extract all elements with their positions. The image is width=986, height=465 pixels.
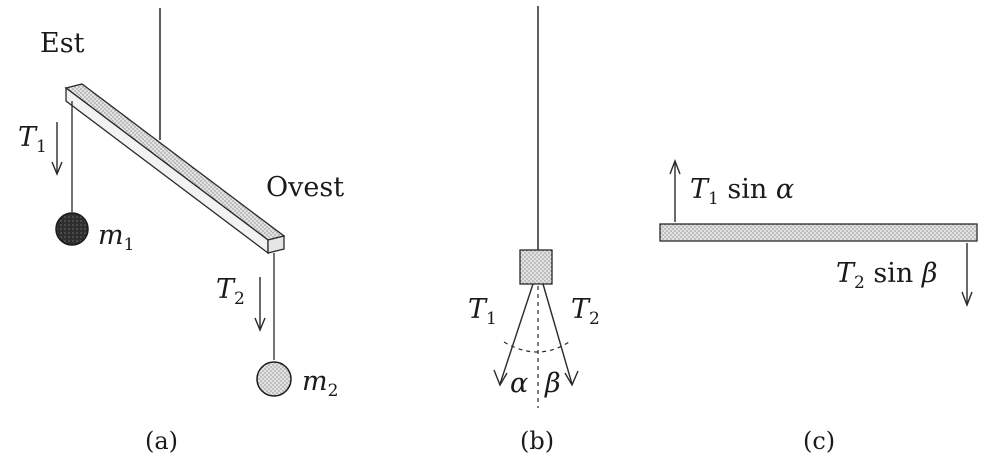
mass-m2 [256, 361, 292, 397]
caption-c: (c) [803, 427, 835, 455]
beam-end-face [267, 235, 285, 254]
label-alpha-b: α [510, 368, 528, 399]
arrow-up-c [669, 159, 681, 222]
angle-arc-b [503, 341, 570, 353]
arrowhead-t1-b [493, 369, 508, 387]
label-t1-sin-alpha: T1 sin α [690, 174, 794, 209]
label-est: Est [40, 28, 85, 59]
label-ovest: Ovest [266, 172, 344, 203]
panel-c: T1 sin α T2 sin β (c) [659, 159, 978, 455]
label-m1: m1 [98, 220, 134, 255]
label-t1-a: T1 [18, 122, 47, 157]
beam-top-view [659, 223, 978, 242]
caption-b: (b) [520, 427, 554, 455]
label-t2-sin-beta: T2 sin β [836, 258, 938, 293]
beam-front-face [65, 86, 269, 255]
arrowhead-t2-b [564, 370, 579, 387]
mass-m1 [55, 212, 89, 246]
label-m2: m2 [302, 366, 338, 401]
label-t2-b: T2 [571, 294, 600, 329]
caption-a: (a) [145, 427, 178, 455]
beam-top-face [64, 83, 286, 241]
arrow-t2-b [542, 283, 573, 385]
label-beta-b: β [544, 368, 561, 399]
beam-a [64, 83, 286, 255]
beam-end-view [519, 249, 553, 285]
panel-b: T1 T2 α β (b) [468, 6, 600, 455]
arrow-t1-a [51, 122, 63, 176]
panel-a: Est Ovest T1 T2 m1 m2 (a) [18, 8, 344, 455]
arrow-t2-a [254, 277, 266, 332]
label-t1-b: T1 [468, 294, 497, 329]
arrow-down-c [961, 243, 973, 307]
arrow-t1-b [499, 283, 534, 385]
label-t2-a: T2 [216, 274, 245, 309]
